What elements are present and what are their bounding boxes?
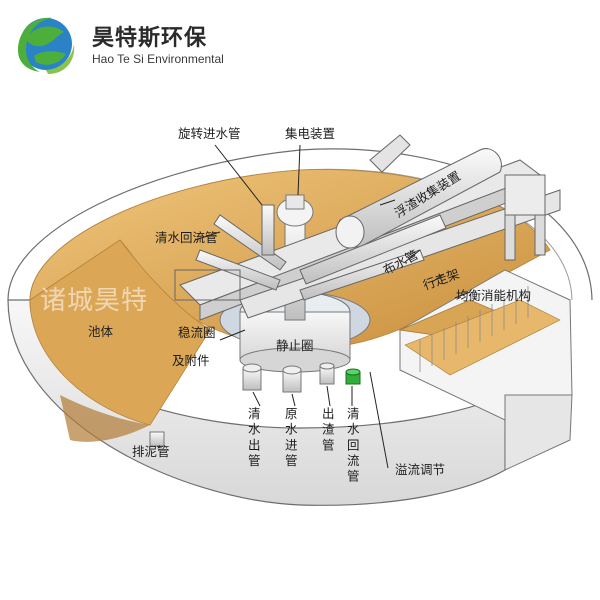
vertical-label-char: 清 (347, 406, 360, 421)
vertical-label-char: 出 (322, 406, 335, 421)
vertical-label-char: 清 (248, 406, 261, 421)
leader-lines (156, 144, 471, 469)
vertical-label-char: 渣 (322, 422, 335, 437)
globe-leaf-icon (18, 17, 75, 74)
vertical-label-char: 流 (347, 453, 360, 468)
vertical-label-char: 管 (347, 469, 360, 484)
watermark-text: 诸城昊特 (40, 286, 149, 316)
vertical-labels: 清水出管 原水进管 出渣管 清水回流管 (248, 406, 360, 484)
label-scum-out: 出渣管 (322, 406, 335, 452)
brand-header: 昊特斯环保 Hao Te Si Environmental (0, 0, 600, 110)
vertical-label-char: 原 (285, 406, 298, 421)
cutaway-section (398, 269, 573, 471)
label-raw-in: 原水进管 (285, 406, 298, 468)
brand-name-cn: 昊特斯环保 (92, 26, 208, 51)
vertical-label-char: 管 (285, 453, 298, 468)
label-collector: 集电装置 (285, 126, 335, 141)
label-clear-out: 清水出管 (248, 406, 261, 468)
label-sludge-pipe: 排泥管 (132, 444, 170, 459)
vertical-label-char: 管 (322, 437, 335, 452)
label-tank-body: 池体 (88, 324, 114, 339)
label-energy-dissipator: 均衡消能机构 (456, 288, 531, 303)
vertical-label-char: 出 (248, 437, 261, 452)
vertical-label-char: 回 (347, 437, 360, 452)
label-clear-return-bottom: 清水回流管 (347, 406, 360, 484)
vertical-label-char: 水 (248, 422, 261, 437)
vertical-label-char: 水 (347, 422, 360, 437)
walkway-bridge (174, 134, 561, 321)
label-accessories: 及附件 (172, 353, 210, 368)
label-still-ring: 静止圈 (276, 338, 314, 353)
label-stabilizer: 稳流圈 (178, 325, 216, 340)
brand-name-en: Hao Te Si Environmental (92, 52, 224, 66)
vertical-label-char: 水 (285, 422, 298, 437)
bottom-pipes (149, 362, 361, 447)
label-rotating-inlet: 旋转进水管 (178, 126, 241, 141)
vertical-label-char: 管 (248, 453, 261, 468)
label-clear-return-top: 清水回流管 (155, 230, 218, 245)
label-overflow: 溢流调节 (395, 462, 445, 477)
vertical-label-char: 进 (285, 437, 298, 452)
